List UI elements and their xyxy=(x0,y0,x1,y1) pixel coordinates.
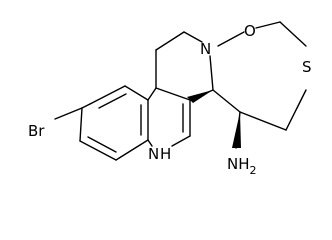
atom-label-n-ring: N xyxy=(200,40,211,58)
bond xyxy=(147,87,157,101)
bond xyxy=(98,93,127,109)
bond xyxy=(155,31,185,51)
bond xyxy=(89,85,126,105)
bond xyxy=(171,135,191,147)
bond xyxy=(115,139,149,161)
bond xyxy=(87,136,117,153)
bond xyxy=(217,31,245,47)
bond xyxy=(124,85,149,101)
bond xyxy=(79,140,117,161)
stereo-wedge xyxy=(232,112,241,148)
atom-label-indole-h: H xyxy=(160,145,171,163)
bond xyxy=(239,111,287,131)
bond xyxy=(155,87,191,101)
bond xyxy=(255,21,281,29)
atom-label-s-ring: S xyxy=(302,58,312,76)
bond xyxy=(183,31,203,43)
atom-label-br: Br xyxy=(28,122,45,140)
atom-label-indole-n: N xyxy=(148,145,159,163)
bonds xyxy=(54,21,307,161)
molecule-structure-diagram: N O S N H NH2 Br xyxy=(28,21,312,177)
atom-labels: N O S N H NH2 Br xyxy=(28,22,312,177)
bond xyxy=(81,103,91,109)
bond xyxy=(54,107,83,120)
amine-nh: NH xyxy=(227,155,250,173)
bond xyxy=(79,107,83,142)
bond xyxy=(209,55,214,91)
bond xyxy=(147,139,153,147)
bond xyxy=(279,21,307,47)
bond xyxy=(285,89,307,131)
stereo-wedge xyxy=(187,90,213,103)
amine-subscript: 2 xyxy=(250,164,257,177)
bond xyxy=(212,89,241,113)
atom-label-amine: NH2 xyxy=(227,155,257,177)
atom-label-o-ring: O xyxy=(244,22,256,40)
